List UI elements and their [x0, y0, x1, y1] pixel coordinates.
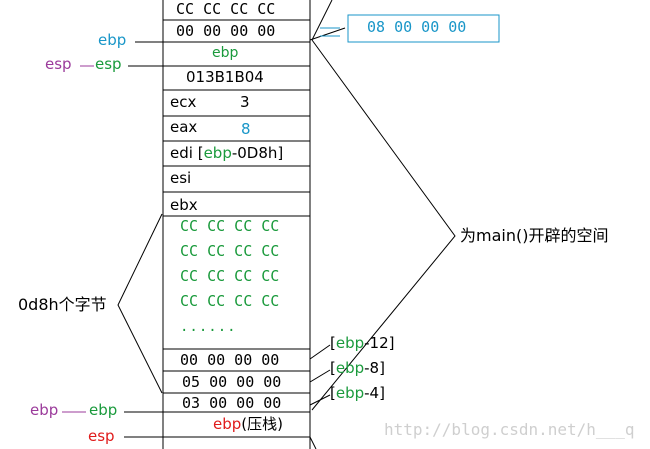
stack-bottom-note: (压栈): [241, 415, 283, 433]
stack-eax-name: eax: [170, 118, 198, 136]
callout-box: [348, 15, 499, 42]
offset-bracket: [: [330, 359, 336, 377]
offset-reg: ebp: [335, 359, 365, 377]
offset12-connector: [310, 345, 330, 359]
stack-ecx-name: ecx: [170, 93, 197, 111]
offset-ebp-8: [ebp-8]: [330, 361, 385, 376]
stack-esi-name: esi: [170, 169, 192, 187]
stack-ebx-name: ebx: [170, 196, 198, 214]
stack-edi-row: edi [ebp-0D8h]: [170, 146, 283, 161]
offset4-connector: [310, 395, 330, 405]
stack-bottom-row: ebp(压栈): [213, 417, 283, 432]
offset-value: -12]: [364, 334, 395, 352]
stack-cc-fill-2: CC CC CC CC: [180, 242, 280, 260]
offset-ebp-12: [ebp-12]: [330, 336, 395, 351]
watermark: http://blog.csdn.net/h___q: [384, 420, 635, 439]
stack-saved-ebp: 00 00 00 00: [176, 22, 276, 40]
pointer-ebp-bottom-outer: ebp: [30, 401, 59, 419]
bottom-tick: [310, 437, 316, 449]
stack-ebp-label: ebp: [212, 45, 239, 61]
stack-edi-offset: -0D8h]: [231, 144, 284, 162]
pointer-esp-bottom: esp: [88, 427, 115, 445]
stack-ellipsis: ......: [180, 319, 237, 335]
main-space-brace: [312, 40, 455, 410]
annotation-bytes: 0d8h个字节: [18, 295, 107, 314]
stack-ebp-8: 05 00 00 00: [182, 373, 282, 391]
stack-ebp-12: 00 00 00 00: [180, 351, 280, 369]
offset-bracket: [: [330, 384, 336, 402]
stack-edi-name: edi: [170, 144, 193, 162]
stack-cc-fill-4: CC CC CC CC: [180, 292, 280, 310]
stack-edi-bracket: [: [197, 144, 204, 162]
pointer-ebp-bottom-inner: ebp: [89, 401, 118, 419]
annotation-main-space: 为main()开辟的空间: [460, 226, 609, 245]
offset-reg: ebp: [335, 384, 365, 402]
offset-bracket: [: [330, 334, 336, 352]
stack-cc-fill-3: CC CC CC CC: [180, 267, 280, 285]
offset-reg: ebp: [335, 334, 365, 352]
saved-ebp-connector: [310, 28, 345, 40]
callout-value: 08 00 00 00: [367, 18, 467, 36]
bytes-brace: [118, 214, 162, 393]
pointer-ebp-top: ebp: [98, 31, 127, 49]
stack-ecx-value: 3: [240, 93, 250, 111]
stack-cc-top: CC CC CC CC: [176, 0, 276, 18]
offset-value: -8]: [364, 359, 385, 377]
pointer-esp-inner: esp: [95, 55, 122, 73]
offset-ebp-4: [ebp-4]: [330, 386, 385, 401]
stack-cc-fill-1: CC CC CC CC: [180, 217, 280, 235]
stack-eax-value: 8: [241, 120, 251, 138]
stack-ebp-4: 03 00 00 00: [182, 394, 282, 412]
stack-bottom-reg: ebp: [213, 415, 242, 433]
top-diagonal: [312, 0, 332, 40]
stack-return-address: 013B1B04: [186, 68, 264, 86]
offset8-connector: [310, 370, 330, 382]
pointer-esp-outer: esp: [45, 55, 72, 73]
stack-edi-reg: ebp: [203, 144, 232, 162]
offset-value: -4]: [364, 384, 385, 402]
